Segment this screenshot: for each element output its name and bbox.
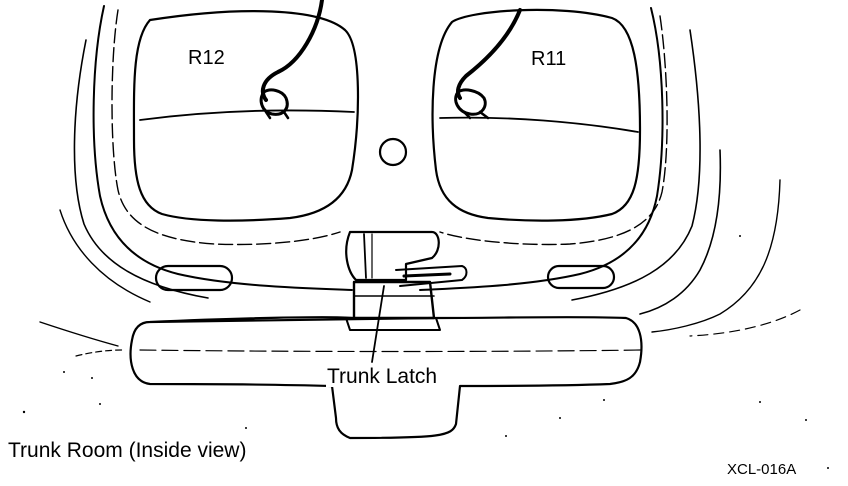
r11-label: R11 [531, 48, 567, 70]
body-contour-lines [39, 5, 801, 357]
figure-code: XCL-016A [727, 461, 797, 478]
left-compartment [111, 9, 360, 246]
r12-label: R12 [188, 47, 225, 69]
trunk-latch-assembly [345, 230, 468, 363]
diagram-caption: Trunk Room (Inside view) [8, 439, 247, 462]
trunk-latch-label: Trunk Latch [326, 365, 439, 388]
trunk-panel [129, 316, 643, 440]
latch-leader-line [371, 285, 385, 363]
r11-bulb-wire [454, 8, 522, 120]
center-hole [378, 137, 408, 167]
left-oval-slot [154, 264, 234, 292]
speckle-dots [22, 235, 829, 469]
right-oval-slot [546, 264, 616, 290]
right-compartment [431, 8, 668, 246]
r12-bulb-wire [259, 0, 324, 120]
